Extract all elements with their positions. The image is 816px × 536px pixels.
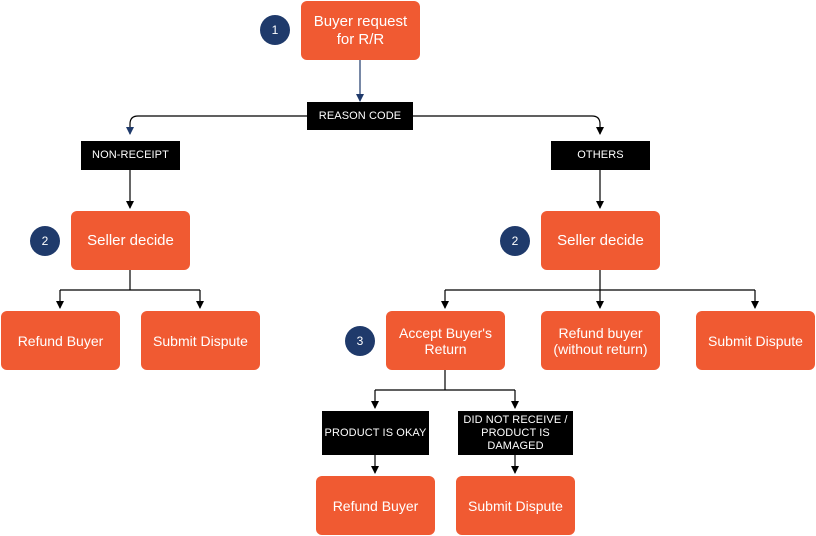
submit-dispute-right-node: Submit Dispute	[696, 311, 815, 370]
submit-dispute-bottom-node: Submit Dispute	[456, 476, 575, 535]
reason-code-label: REASON CODE	[307, 102, 413, 130]
non-receipt-label: NON-RECEIPT	[81, 141, 180, 170]
accept-return-node: Accept Buyer's Return	[386, 311, 505, 370]
line-reason-to-nonreceipt	[126, 115, 307, 135]
step-3-badge: 3	[345, 326, 375, 356]
line-reason-to-others	[413, 115, 604, 135]
refund-buyer-bottom-node: Refund Buyer	[316, 476, 435, 535]
others-label: OTHERS	[551, 141, 650, 170]
buyer-request-node: Buyer request for R/R	[301, 1, 420, 60]
line-seller-right-branch	[445, 270, 755, 291]
submit-dispute-left-node: Submit Dispute	[141, 311, 260, 370]
product-okay-label: PRODUCT IS OKAY	[322, 411, 429, 455]
refund-buyer-left-node: Refund Buyer	[1, 311, 120, 370]
not-received-damaged-label: DID NOT RECEIVE / PRODUCT IS DAMAGED	[458, 411, 573, 455]
step-1-badge: 1	[260, 15, 290, 45]
refund-without-return-node: Refund buyer (without return)	[541, 311, 660, 370]
line-accept-branch	[375, 370, 515, 391]
line-seller-left-branch	[60, 270, 200, 291]
step-2-right-badge: 2	[500, 226, 530, 256]
seller-decide-left-node: Seller decide	[71, 211, 190, 270]
seller-decide-right-node: Seller decide	[541, 211, 660, 270]
step-2-left-badge: 2	[30, 226, 60, 256]
